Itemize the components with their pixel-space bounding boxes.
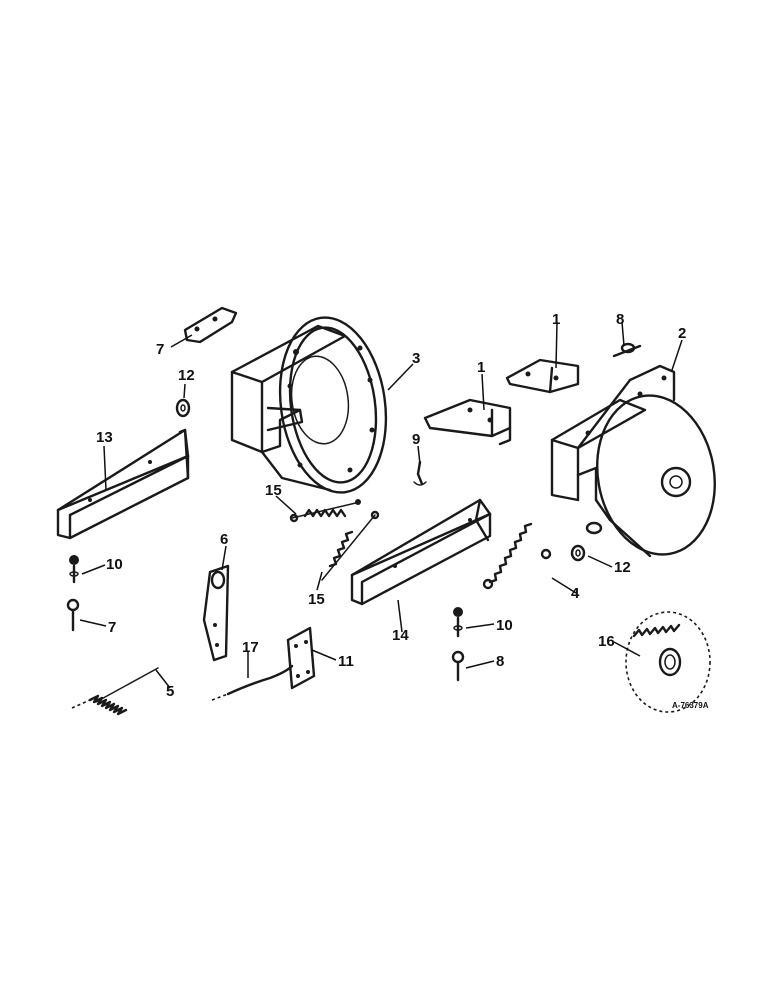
- part-11-plate: [286, 626, 316, 690]
- part-12-bushing-left: [175, 398, 191, 418]
- callout-15-lower: 15: [308, 591, 325, 608]
- part-6-arm: [202, 564, 230, 662]
- callout-13: 13: [96, 429, 113, 446]
- callout-10-right: 10: [496, 617, 513, 634]
- callout-5: 5: [166, 683, 174, 700]
- part-1-bracket-center: [423, 398, 512, 446]
- callout-3: 3: [412, 350, 420, 367]
- part-8-pin-right: [451, 650, 465, 682]
- callout-1-center: 1: [477, 359, 485, 376]
- part-16-sprocket: [625, 611, 711, 713]
- callout-17: 17: [242, 639, 259, 656]
- part-8-pin-left: [66, 598, 80, 632]
- callout-2: 2: [678, 325, 686, 342]
- part-3-housing: [230, 316, 388, 494]
- part-17-cable: [211, 664, 294, 701]
- part-10-bolt-right: [453, 607, 463, 638]
- part-14-channel: [350, 498, 492, 606]
- part-4-spring: [482, 522, 552, 590]
- callout-14: 14: [392, 627, 409, 644]
- part-8-pin-top: [612, 342, 642, 358]
- part-15-spring-rod-lower: [321, 510, 380, 581]
- callout-15-upper: 15: [265, 482, 282, 499]
- part-7-plate: [183, 306, 238, 344]
- callout-8-top: 8: [616, 311, 624, 328]
- part-12-bushing-right: [570, 544, 586, 562]
- callout-9: 9: [412, 431, 420, 448]
- part-9-clip: [413, 460, 427, 486]
- part-13-channel: [56, 428, 190, 540]
- callout-4: 4: [571, 585, 580, 602]
- callout-12-left: 12: [178, 367, 195, 384]
- part-10-bolt-left: [69, 555, 79, 584]
- part-1-bracket-right: [505, 358, 580, 394]
- callout-6: 6: [220, 531, 228, 548]
- callout-8-right: 8: [496, 653, 504, 670]
- callout-1-right: 1: [552, 311, 560, 328]
- callout-16: 16: [598, 633, 615, 650]
- reference-code: A-76379A: [672, 701, 709, 710]
- leader-lines: [79, 321, 683, 689]
- callout-7: 7: [156, 341, 164, 358]
- part-5-chain: [71, 667, 159, 716]
- callout-11: 11: [338, 653, 354, 670]
- callout-12-right: 12: [614, 559, 631, 576]
- part-2-housing: [550, 364, 716, 558]
- callout-labels: 7 12 13 3 15 15 1 1 8 2 9 12 4 14 10 7 6…: [96, 311, 709, 710]
- part-15-spring-rod-upper: [289, 499, 361, 523]
- callout-10-left: 10: [106, 556, 123, 573]
- callout-8-left: 7: [108, 619, 116, 636]
